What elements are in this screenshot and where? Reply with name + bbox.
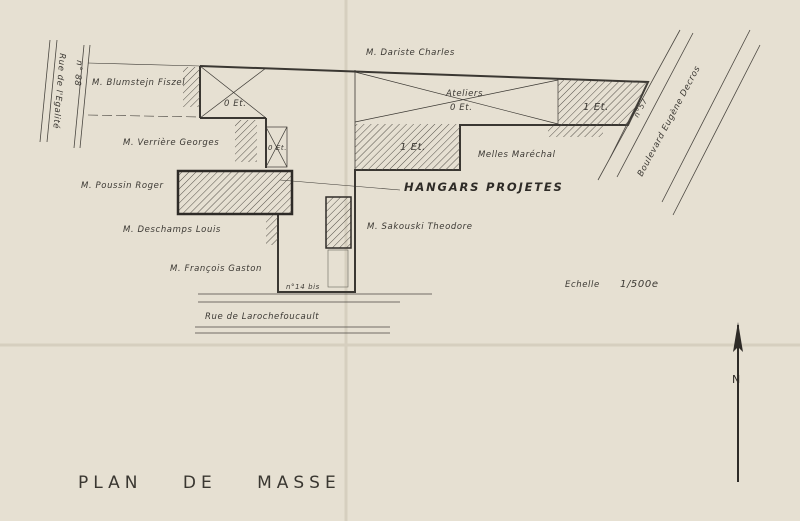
building-sakouski <box>325 196 352 249</box>
scale-value: 1/500e <box>620 279 659 290</box>
neighbour-blumstejn: M. Blumstejn Fiszel <box>92 78 185 88</box>
building-1et-center <box>355 124 460 170</box>
floor-label-1et-center: 1 Et. <box>400 142 426 153</box>
street-bottom-label: Rue de Larochefoucault <box>205 312 319 322</box>
building-sakouski-annex <box>327 249 349 288</box>
neighbour-poussin: M. Poussin Roger <box>81 181 164 191</box>
street-left-label: Rue de l'Egalité <box>50 53 68 130</box>
project-label: HANGARS PROJETES <box>404 180 564 194</box>
street-bottom <box>195 293 432 334</box>
plan-title: PLAN DE MASSE <box>78 473 341 493</box>
floor-label-blumstejn: 0 Et. <box>224 99 247 109</box>
neighbour-sakouski: M. Sakouski Theodore <box>367 222 473 232</box>
ateliers-label: Ateliers <box>445 89 483 99</box>
ateliers-floor-label: 0 Et. <box>450 103 473 113</box>
building-deschamps <box>266 215 278 245</box>
north-arrow-icon <box>733 322 743 482</box>
north-label: N <box>732 373 740 386</box>
building-poussin <box>176 169 294 216</box>
neighbour-verriere: M. Verrière Georges <box>123 137 219 148</box>
street-left <box>39 39 91 149</box>
street-right <box>597 29 761 216</box>
neighbour-marechal: Melles Maréchal <box>478 149 556 160</box>
street-bottom-number: n°14 bis <box>286 283 320 291</box>
building-marechal-annex <box>548 126 603 137</box>
floor-label-verriere: 0 Et. <box>268 144 287 152</box>
building-ateliers-1et <box>558 79 648 125</box>
neighbour-deschamps: M. Deschamps Louis <box>123 225 221 235</box>
scale-label: Echelle <box>565 280 600 290</box>
neighbour-francois: M. François Gaston <box>170 264 262 274</box>
floor-label-1et-right: 1 Et. <box>583 102 609 113</box>
building-blumstejn <box>183 65 288 168</box>
street-left-number: n° 88 <box>72 60 84 87</box>
neighbour-dariste: M. Dariste Charles <box>366 48 455 58</box>
